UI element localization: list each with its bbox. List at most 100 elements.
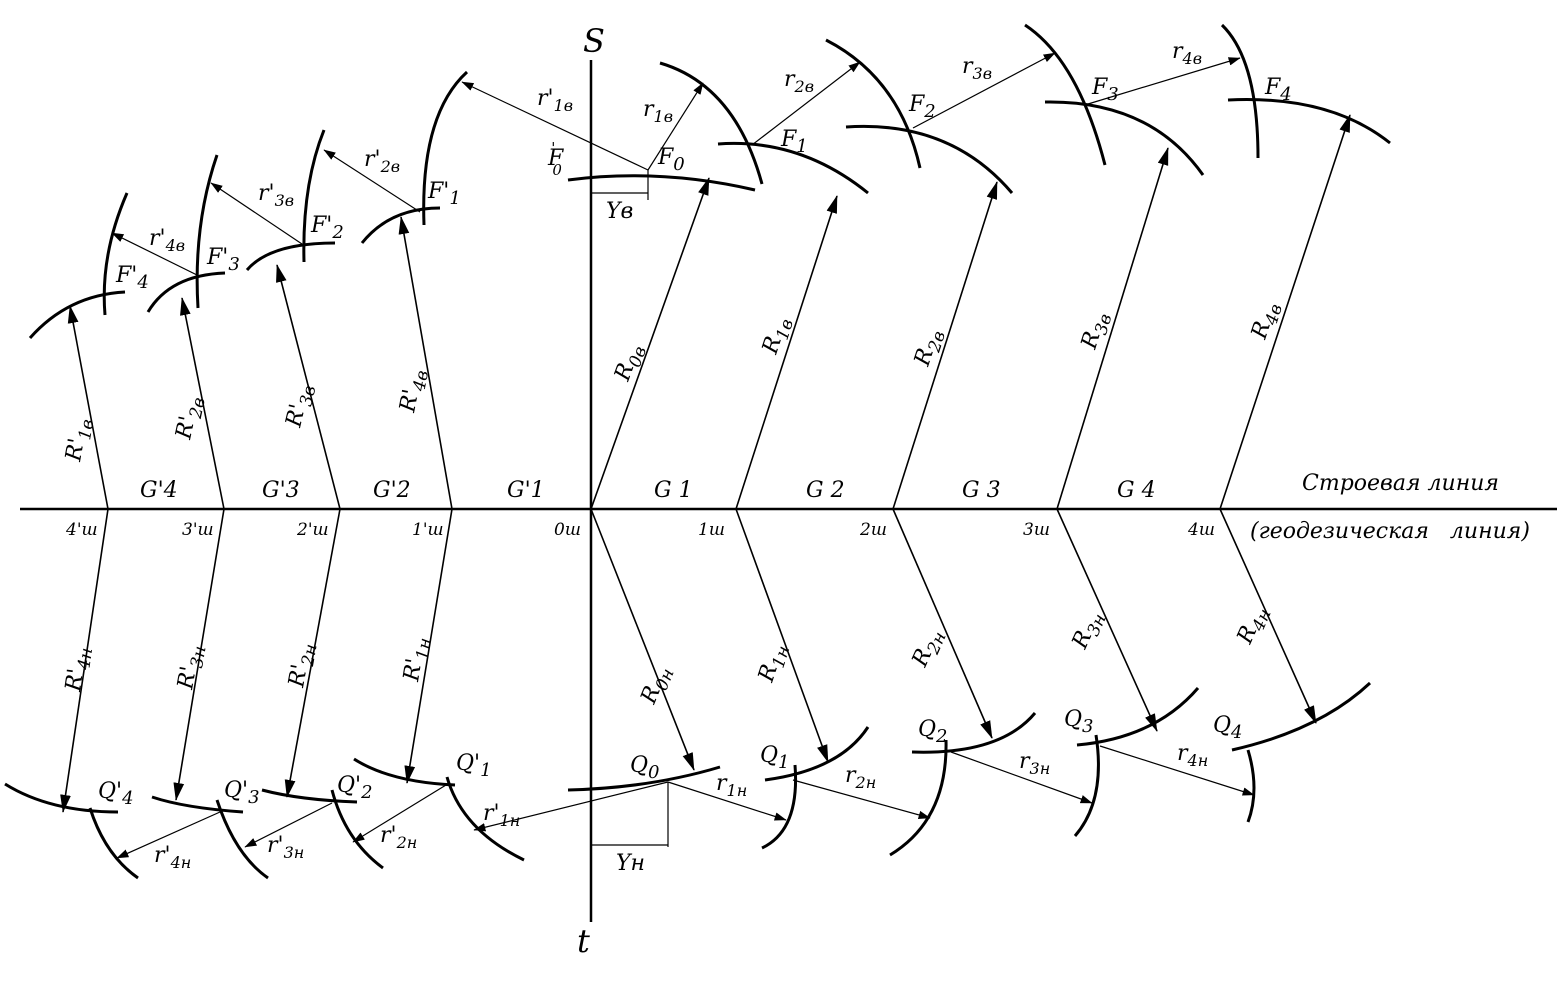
label-small-r4pv: r'4в [149,226,185,255]
station-1p: 1'ш [412,520,444,540]
radius-r4pv [398,216,453,510]
label-r2n: R2н [907,625,951,673]
label-r2v: R2в [910,326,950,372]
radius-r0v [590,177,710,510]
lower-vertical-arcs [88,734,1256,880]
radius-r1pv [67,305,109,510]
label-small-r1pv: r'1в [537,86,573,115]
radius-r3v [1056,147,1169,510]
arc-w4p [88,807,139,880]
section-g1: G 1 [654,478,693,503]
label-small-r3pv: r'3в [258,181,294,210]
label-r1n: R1н [754,640,795,687]
arc-f4 [1227,98,1391,145]
arc-v4 [1220,23,1260,159]
arc-q2p [261,788,358,804]
radius-r2pv [180,297,225,510]
section-g2: G 2 [806,478,845,503]
station-3p: 3'ш [182,520,214,540]
point-q4p: Q'4 [98,779,134,809]
upper-small-radius-labels: r1в r2в r3в r4в r'1в r'2в r'3в r'4в [149,39,1202,255]
station-4: 4ш [1187,520,1215,540]
radius-r4n [1219,508,1317,724]
small-radius-r3v [912,52,1056,129]
upper-large-radii [67,114,1351,510]
small-radius-r1pv [461,81,649,171]
point-q2p: Q'2 [337,773,373,803]
label-r4n: R4н [1232,602,1276,650]
small-radius-r1v [647,82,704,171]
small-radius-r3pn [244,802,333,848]
label-r0v: R0в [610,340,651,386]
small-radius-r2pn [352,784,447,843]
arc-q3p [151,795,244,814]
arc-v2p [302,129,326,263]
upper-vertical-arcs [102,23,1260,316]
point-f0p: F'0 [547,139,564,179]
section-g2p: G'2 [373,478,411,503]
radius-r3pn [173,508,225,801]
small-radius-r1pn [473,781,669,832]
lower-point-labels: Q0 Q1 Q2 Q3 Q4 Q'1 Q'2 Q'3 Q'4 [98,707,1243,809]
small-radius-r4v [1087,57,1241,105]
label-r4pv: R'4в [395,367,433,416]
label-r2pn: R'2н [284,641,321,691]
point-f4p: F'4 [115,263,149,293]
arc-w4 [1246,749,1256,823]
arc-q1p [353,757,456,787]
small-radius-r3pv [210,182,303,245]
lower-large-radii [60,508,1317,813]
station-2p: 2'ш [296,520,329,540]
point-f0: F0 [657,145,685,175]
arc-v1 [659,61,764,185]
arc-f1 [717,141,869,195]
label-small-r4pn: r'4н [154,843,191,872]
arc-q4p [4,782,119,814]
label-small-r2pv: r'2в [364,147,400,176]
section-g3p: G'3 [262,478,300,503]
lower-horizontal-arcs [4,681,1372,814]
label-small-r2v: r2в [784,67,814,96]
label-small-r1pn: r'1н [483,801,520,830]
radius-r0n [590,508,695,771]
arc-q1 [764,726,870,782]
radius-r4v [1219,114,1351,510]
station-2: 2ш [859,520,887,540]
radius-r1v [735,195,838,510]
label-r1v: R1в [758,314,798,360]
upper-radius-labels: R0в R1в R2в R3в R4в R'1в R'2в R'3в R'4в [61,302,1287,464]
point-q4: Q4 [1213,713,1243,743]
label-r0n: R0н [636,662,679,710]
construction-line-caption: Строевая линия [1302,471,1499,496]
radius-r2pn [284,508,341,798]
radius-r3n [1056,508,1158,732]
small-radius-r2pv [323,149,421,213]
point-f3p: F'3 [206,245,240,275]
arc-w1 [761,764,798,850]
axis-label-t: t [577,922,590,960]
offset-yn: Yн [591,782,669,876]
small-radius-r4pv [111,232,200,277]
point-q3: Q3 [1064,707,1094,737]
arc-f3p [146,271,226,313]
section-g4p: G'4 [140,478,178,503]
label-r1pn: R'1н [399,635,436,685]
section-g3: G 3 [962,478,1001,503]
point-f1: F1 [780,127,808,157]
arc-q2 [911,712,1037,754]
label-small-r4v: r4в [1172,39,1202,68]
arc-w1p [445,776,525,862]
arc-f3 [1044,100,1205,176]
small-radius-r4pn [116,811,221,859]
small-radius-r2n [792,779,931,820]
label-r4pn: R'4н [61,645,97,694]
radius-r1n [735,508,829,763]
radius-r2v [892,181,998,510]
label-small-r1v: r1в [643,97,673,126]
arc-f1p [360,206,441,244]
label-small-r2pn: r'2н [380,823,417,852]
arc-v2 [825,38,922,169]
arc-f2p [245,241,336,271]
arc-q3 [1076,687,1200,747]
